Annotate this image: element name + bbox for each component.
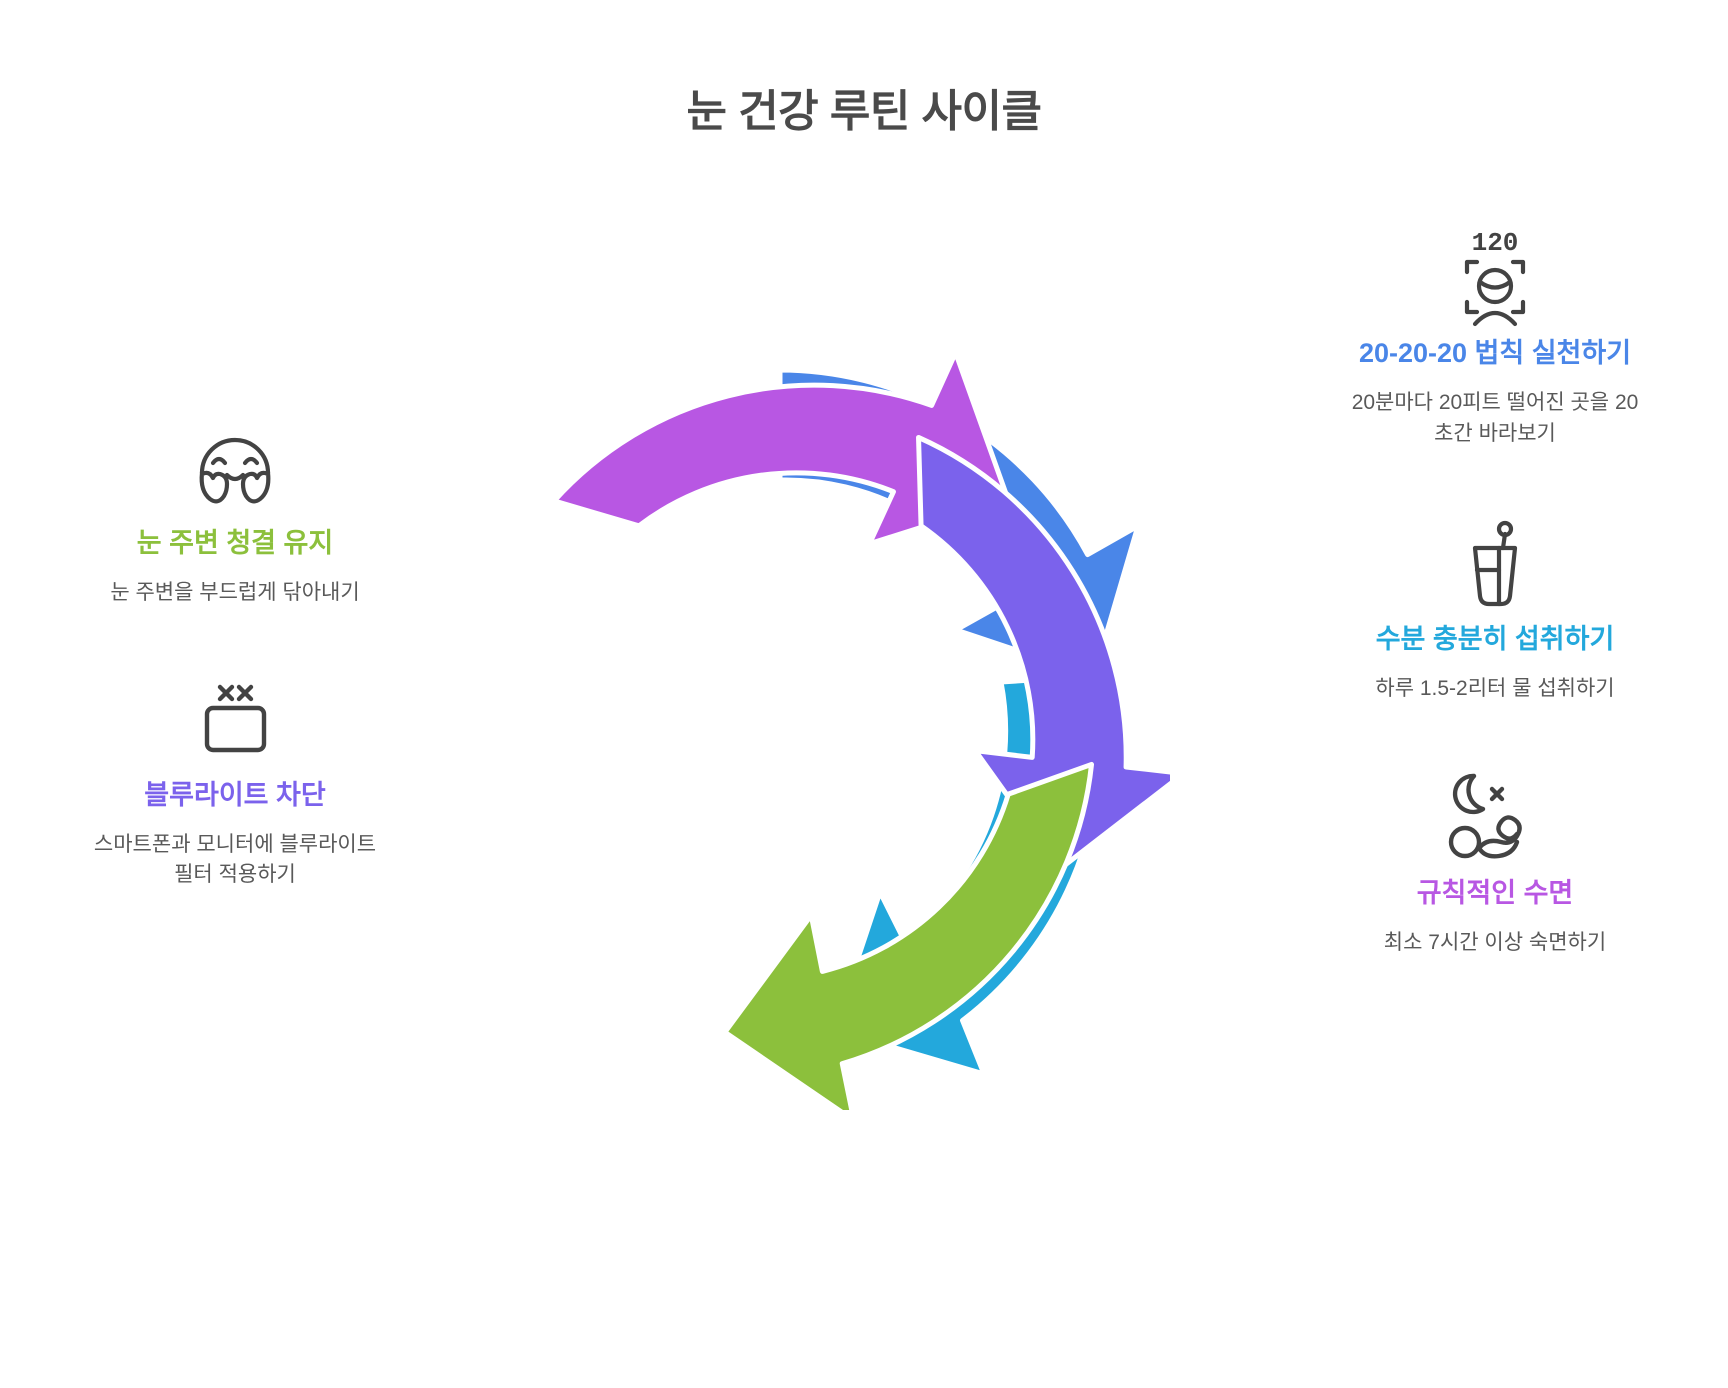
- item-title: 수분 충분히 섭취하기: [1375, 624, 1615, 655]
- item-sleep: 규칙적인 수면 최소 7시간 이상 숙면하기: [1345, 765, 1645, 959]
- face-scan-120-icon: 120: [1345, 225, 1645, 331]
- water-glass-icon: [1345, 511, 1645, 617]
- item-eye-hygiene: 눈 주변 청결 유지 눈 주변을 부드럽게 닦아내기: [85, 415, 385, 609]
- item-description: 스마트폰과 모니터에 블루라이트 필터 적용하기: [93, 832, 377, 887]
- face-with-hands-icon: [85, 415, 385, 521]
- sleeping-person-moon-icon: [1345, 765, 1645, 871]
- page-title: 눈 건강 루틴 사이클: [686, 87, 1042, 136]
- item-blue-light: 블루라이트 차단 스마트폰과 모니터에 블루라이트 필터 적용하기: [85, 667, 385, 891]
- cycle-arrow-magenta: [551, 350, 1011, 547]
- cycle-arrow-purple: [916, 434, 1170, 872]
- screen-blocked-icon: [85, 667, 385, 773]
- cycle-segment-5: [722, 761, 1095, 1110]
- cycle-segment-3: [551, 350, 1011, 547]
- item-description: 하루 1.5-2리터 물 섭취하기: [1375, 677, 1615, 701]
- item-description: 눈 주변을 부드럽게 닦아내기: [110, 581, 360, 605]
- item-title: 규칙적인 수면: [1416, 877, 1574, 908]
- cycle-arrow-green: [722, 761, 1095, 1110]
- cycle-diagram: [390, 330, 1170, 1110]
- item-title: 블루라이트 차단: [144, 779, 326, 810]
- item-hydration: 수분 충분히 섭취하기 하루 1.5-2리터 물 섭취하기: [1345, 511, 1645, 705]
- item-title: 눈 주변 청결 유지: [136, 528, 334, 558]
- item-title: 20-20-20 법칙 실천하기: [1358, 338, 1632, 368]
- scan-count-label: 120: [1472, 228, 1519, 258]
- item-description: 20분마다 20피트 떨어진 곳을 20초간 바라보기: [1351, 391, 1639, 445]
- right-column: 120 20-20-20 법칙 실천하기 20분마다 20피트 떨어진 곳을 2…: [1345, 215, 1645, 963]
- left-column: 눈 주변 청결 유지 눈 주변을 부드럽게 닦아내기 블루라이트 차단 스마트폰…: [85, 215, 385, 895]
- item-20-20-20-rule: 120 20-20-20 법칙 실천하기 20분마다 20피트 떨어진 곳을 2…: [1345, 225, 1645, 449]
- item-description: 최소 7시간 이상 숙면하기: [1383, 931, 1607, 955]
- cycle-segment-4: [916, 434, 1170, 872]
